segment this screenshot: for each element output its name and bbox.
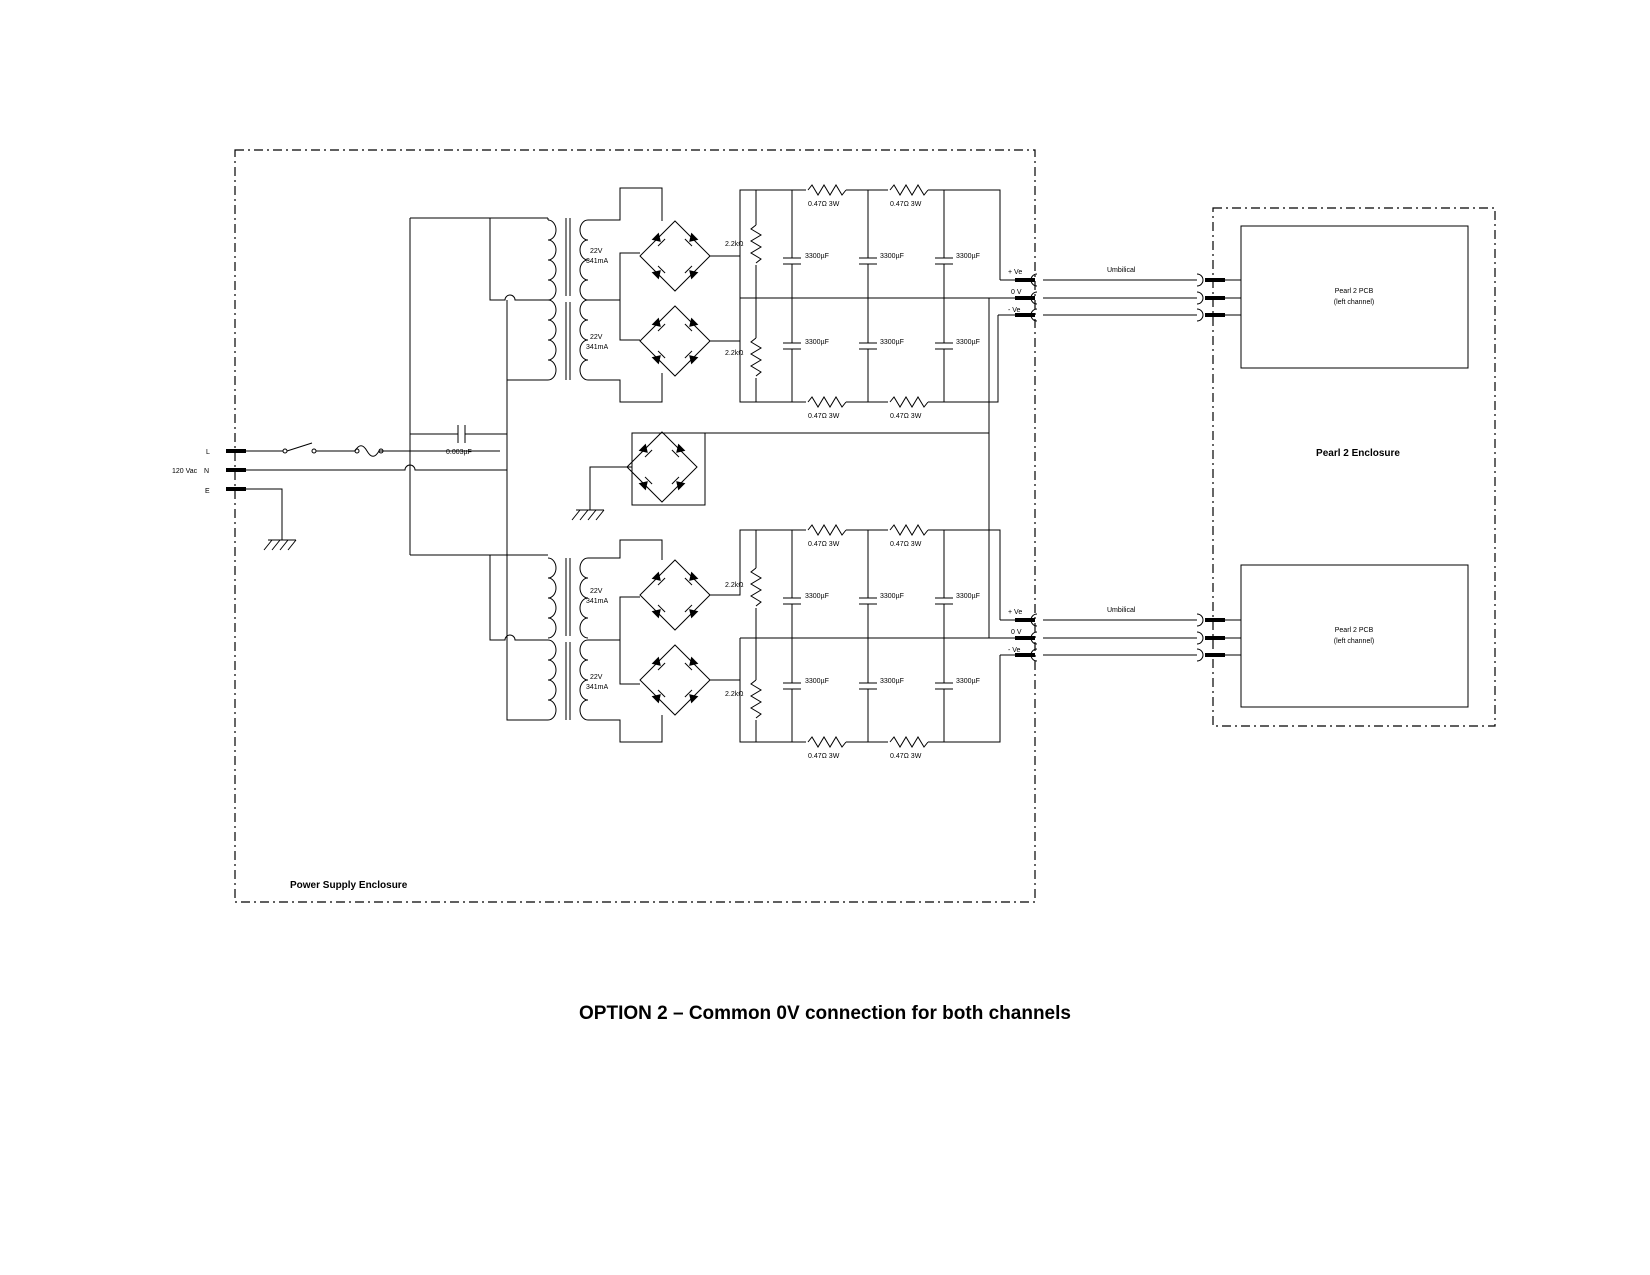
crc-resistor-4-label: 0.47Ω 3W	[890, 413, 922, 420]
pearl-pcb-upper-title: Pearl 2 PCB	[1335, 288, 1374, 295]
bridge-rectifier-2	[640, 306, 710, 376]
power-supply-enclosure	[234, 149, 1036, 903]
umbilical-upper-label: Umbilical	[1107, 267, 1136, 274]
out-neg-upper-label: - Ve	[1008, 307, 1021, 314]
filter-cap-7-label: 3300µF	[805, 593, 829, 600]
out-zero-lower-label: 0 V	[1011, 629, 1022, 636]
filter-cap-9-label: 3300µF	[956, 593, 980, 600]
output-connectors-upper: + Ve 0 V - Ve	[989, 269, 1039, 323]
out-pos-lower-label: + Ve	[1008, 609, 1022, 616]
mains-input: L 120 Vac N E	[172, 442, 507, 551]
umbilical-upper: Umbilical	[1043, 267, 1241, 323]
out-pos-upper-label: + Ve	[1008, 269, 1022, 276]
bleeder-resistors: 2.2kΩ 2.2kΩ 2.2kΩ 2.2kΩ	[725, 190, 762, 742]
mains-l-label: L	[206, 449, 210, 456]
transformer-2-voltage: 22V	[590, 334, 603, 341]
transformer-4-current: 341mA	[586, 684, 609, 691]
crc-resistor-1-label: 0.47Ω 3W	[808, 201, 840, 208]
filter-cap-3-label: 3300µF	[956, 253, 980, 260]
page-caption: OPTION 2 – Common 0V connection for both…	[579, 1003, 1071, 1024]
pearl-pcb-lower-subtitle: (left channel)	[1334, 638, 1374, 645]
filter-cap-10-label: 3300µF	[805, 678, 829, 685]
pearl-pcb-upper	[1240, 225, 1469, 369]
filter-cap-11-label: 3300µF	[880, 678, 904, 685]
power-supply-enclosure-label: Power Supply Enclosure	[290, 880, 408, 891]
bleeder-resistor-4-label: 2.2kΩ	[725, 691, 743, 698]
transformer-4: 22V 341mA	[547, 639, 609, 721]
filter-cap-5-label: 3300µF	[880, 339, 904, 346]
crc-resistor-7-label: 0.47Ω 3W	[808, 753, 840, 760]
filter-capacitors: 3300µF 3300µF 3300µF 3300µF 3300µF 3300µ…	[782, 190, 980, 742]
bleeder-resistor-3-label: 2.2kΩ	[725, 582, 743, 589]
transformer-3-current: 341mA	[586, 598, 609, 605]
transformer-2-current: 341mA	[586, 344, 609, 351]
filter-cap-8-label: 3300µF	[880, 593, 904, 600]
crc-resistor-2-label: 0.47Ω 3W	[890, 201, 922, 208]
bridge-rectifier-4	[640, 645, 710, 715]
filter-cap-1-label: 3300µF	[805, 253, 829, 260]
transformer-1-current: 341mA	[586, 258, 609, 265]
output-connectors-lower: + Ve 0 V - Ve	[989, 609, 1039, 663]
crc-resistor-6-label: 0.47Ω 3W	[890, 541, 922, 548]
filter-cap-2-label: 3300µF	[880, 253, 904, 260]
filter-cap-4-label: 3300µF	[805, 339, 829, 346]
transformer-4-voltage: 22V	[590, 674, 603, 681]
transformer-2: 22V 341mA	[547, 299, 609, 381]
pearl-enclosure	[1212, 207, 1496, 727]
pearl-pcb-lower-title: Pearl 2 PCB	[1335, 627, 1374, 634]
filter-cap-6-label: 3300µF	[956, 339, 980, 346]
pearl-enclosure-label: Pearl 2 Enclosure	[1316, 448, 1400, 459]
transformer-3: 22V 341mA	[547, 557, 609, 639]
transformer-1: 22V 341mA	[547, 218, 609, 301]
bleeder-resistor-2-label: 2.2kΩ	[725, 350, 743, 357]
transformer-1-voltage: 22V	[590, 248, 603, 255]
mains-e-label: E	[205, 488, 210, 495]
bridge-rectifier-3	[640, 560, 710, 630]
bridge-rectifier-1	[640, 221, 710, 291]
crc-resistor-3-label: 0.47Ω 3W	[808, 413, 840, 420]
out-zero-upper-label: 0 V	[1011, 289, 1022, 296]
crc-resistor-5-label: 0.47Ω 3W	[808, 541, 840, 548]
mains-n-label: N	[204, 468, 209, 475]
crc-resistor-8-label: 0.47Ω 3W	[890, 753, 922, 760]
bleeder-resistor-1-label: 2.2kΩ	[725, 241, 743, 248]
x-capacitor-label: 0.003µF	[446, 449, 472, 456]
bridge-rectifier-ground	[627, 432, 697, 502]
umbilical-lower-label: Umbilical	[1107, 607, 1136, 614]
out-neg-lower-label: - Ve	[1008, 647, 1021, 654]
pearl-pcb-upper-subtitle: (left channel)	[1334, 299, 1374, 306]
filter-cap-12-label: 3300µF	[956, 678, 980, 685]
pearl-pcb-lower	[1240, 564, 1469, 708]
x-capacitor: 0.003µF	[410, 425, 507, 456]
umbilical-lower: Umbilical	[1043, 607, 1241, 663]
transformer-3-voltage: 22V	[590, 588, 603, 595]
crc-resistors: 0.47Ω 3W 0.47Ω 3W 0.47Ω 3W 0.47Ω 3W 0.47…	[806, 184, 929, 760]
mains-voltage-label: 120 Vac	[172, 468, 198, 475]
